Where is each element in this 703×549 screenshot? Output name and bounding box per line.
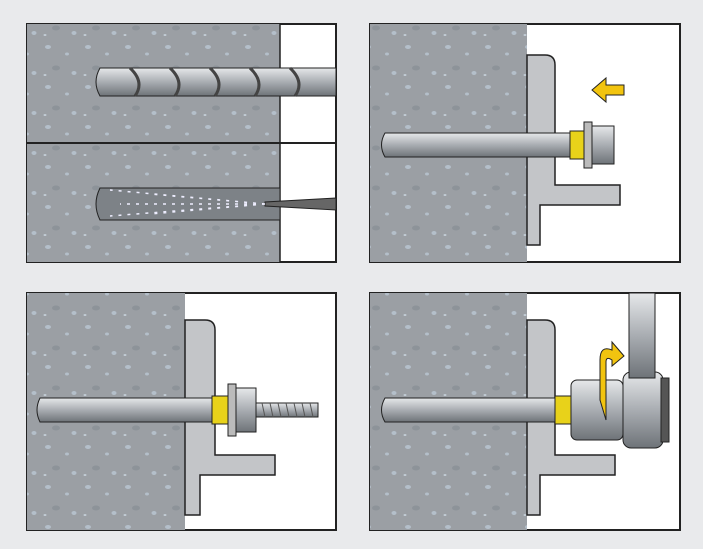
torque-wrench-icon <box>570 292 670 449</box>
panel-tighten <box>369 292 681 531</box>
panel-drill-and-clean <box>26 23 337 263</box>
air-blow-icon <box>95 187 337 221</box>
rotate-arrow-icon <box>599 340 625 421</box>
panel-insert-anchor <box>369 23 681 263</box>
push-arrow-icon <box>591 76 625 104</box>
panel-anchor-fixed <box>26 292 337 531</box>
drill-bit-icon <box>95 66 337 97</box>
anchor-bolt-icon <box>381 121 615 169</box>
